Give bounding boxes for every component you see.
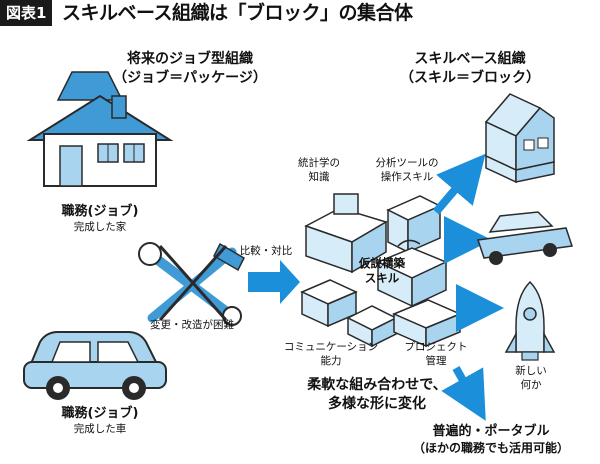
rocket-line2: 何か	[520, 379, 542, 391]
house-caption-main: 職務(ジョブ)	[61, 204, 139, 219]
portable-note: 普遍的・ポータブル （ほかの職務でも活用可能）	[388, 420, 594, 456]
skill-communication-label: コミュニケーション 能力	[276, 340, 386, 368]
portable-line2: （ほかの職務でも活用可能）	[412, 441, 569, 455]
block-stats	[304, 193, 388, 274]
car-caption-main: 職務(ジョブ)	[61, 406, 139, 421]
block-building-icon	[484, 93, 555, 184]
figure-title: スキルベース組織は「ブロック」の集合体	[62, 2, 413, 24]
flexible-note: 柔軟な組み合わせで、 多様な形に変化	[282, 376, 472, 414]
compare-label: 比較・対比	[239, 245, 293, 257]
rocket-icon	[504, 280, 556, 361]
flexible-line1: 柔軟な組み合わせで、	[307, 377, 447, 393]
right-heading-line1: スキルベース組織	[414, 51, 526, 67]
right-heading: スキルベース組織 （スキル＝ブロック）	[360, 50, 580, 88]
skill-tool-line1: 分析ツールの	[375, 157, 439, 169]
skill-stats-label: 統計学の 知識	[284, 156, 354, 184]
skill-hypothesis-line2: スキル	[364, 271, 400, 285]
portable-line1: 普遍的・ポータブル	[432, 424, 550, 439]
skill-hypothesis-label: 仮説構築 スキル	[342, 256, 422, 286]
arrow-right-icon	[248, 260, 300, 304]
rocket-label: 新しい 何か	[496, 364, 566, 392]
figure-tag: 図表1	[0, 0, 53, 26]
block-tool	[386, 195, 442, 254]
house-caption-sub: 完成した家	[73, 221, 127, 233]
arrow-to-building	[432, 153, 486, 215]
skill-communication-line1: コミュニケーション	[283, 341, 379, 353]
skill-stats-line2: 知識	[308, 171, 330, 183]
left-heading-line2: （ジョブ＝パッケージ）	[113, 70, 267, 86]
skill-stats-line1: 統計学の	[298, 157, 340, 169]
skill-tool-label: 分析ツールの 操作スキル	[362, 156, 452, 184]
cross-mark	[158, 245, 228, 321]
skill-project-line2: 管理	[425, 355, 447, 367]
arrow-to-portable	[441, 366, 486, 421]
house-icon	[26, 71, 174, 187]
flexible-line2: 多様な形に変化	[328, 396, 426, 412]
skill-communication-line2: 能力	[320, 355, 342, 367]
left-heading-line1: 将来のジョブ型組織	[127, 51, 253, 67]
skill-tool-line2: 操作スキル	[380, 171, 434, 183]
block-car-icon	[477, 211, 573, 265]
skill-project-line1: プロジェクト	[404, 341, 468, 353]
block-hypothesis	[376, 247, 448, 308]
car-icon	[23, 331, 167, 400]
tools-label: 変更・改造が困難	[150, 319, 234, 331]
car-caption-sub: 完成した車	[73, 423, 127, 435]
car-caption: 職務(ジョブ) 完成した車	[30, 402, 170, 436]
left-heading: 将来のジョブ型組織 （ジョブ＝パッケージ）	[80, 50, 300, 88]
skill-hypothesis-line1: 仮説構築	[359, 256, 405, 270]
house-caption: 職務(ジョブ) 完成した家	[30, 200, 170, 234]
rocket-line1: 新しい	[515, 365, 547, 377]
right-heading-line2: （スキル＝ブロック）	[400, 70, 540, 86]
skill-project-label: プロジェクト 管理	[396, 340, 476, 368]
